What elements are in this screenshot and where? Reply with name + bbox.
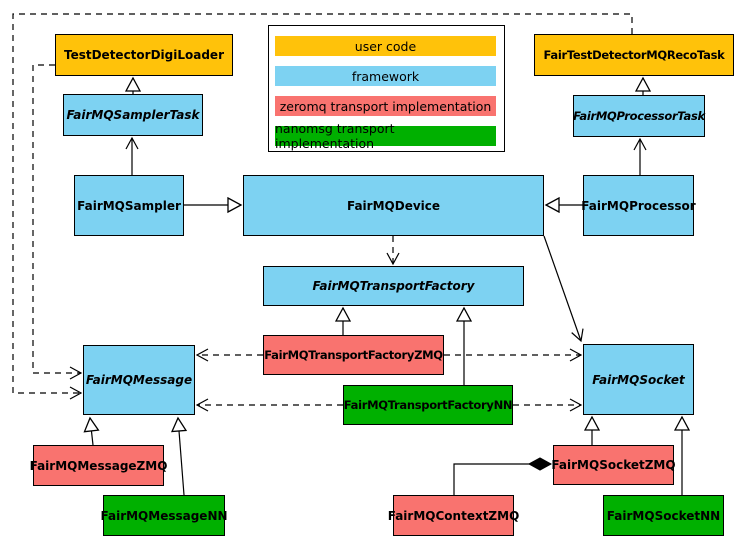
edge-FairMQMessageZMQ-to-FairMQMessage — [90, 418, 93, 446]
node-fairmqcontextzmq: FairMQContextZMQ — [388, 495, 519, 536]
node-fairmqmessagenn: FairMQMessageNN — [100, 495, 228, 536]
node-fairmqprocessor: FairMQProcessor — [581, 175, 696, 236]
node-fairmqtransportfactory: FairMQTransportFactory — [263, 266, 524, 306]
legend-item-zeromq: zeromq transport implementation — [275, 96, 496, 116]
node-fairmqprocessortask: FairMQProcessorTask — [573, 95, 705, 137]
legend-item-framework: framework — [275, 66, 496, 86]
node-fairmqsocketnn: FairMQSocketNN — [603, 495, 724, 536]
edge-TestDetectorDigiLoader-to-FairMQMessage — [32, 64, 83, 380]
node-fairmqsocketzmq: FairMQSocketZMQ — [551, 445, 676, 485]
node-fairmqtransportfactorynn: FairMQTransportFactoryNN — [343, 385, 513, 425]
node-fairmqmessage: FairMQMessage — [83, 345, 195, 415]
edge-FairMQContextZMQ-to-FairMQSocketZMQ — [453, 464, 551, 495]
node-fairmqtransportfactoryzmq: FairMQTransportFactoryZMQ — [263, 335, 444, 375]
node-testdetectordigiloader: TestDetectorDigiLoader — [55, 34, 233, 76]
legend-box: user code framework zeromq transport imp… — [268, 25, 505, 152]
node-fairtestdetectormqrecotask: FairTestDetectorMQRecoTask — [534, 34, 734, 76]
node-fairmqsamplertask: FairMQSamplerTask — [63, 94, 203, 136]
edge-FairMQMessageNN-to-FairMQMessage — [178, 418, 184, 496]
node-fairmqdevice: FairMQDevice — [243, 175, 544, 236]
legend-item-nanomsg: nanomsg transport implementation — [275, 121, 496, 151]
legend-item-user-code: user code — [275, 36, 496, 56]
edge-FairMQDevice-to-FairMQSocket — [543, 235, 584, 343]
node-fairmqmessagezmq: FairMQMessageZMQ — [30, 445, 167, 486]
edge-FairTestDetectorMQRecoTask-to-FairMQMessage — [12, 13, 633, 400]
node-fairmqsocket: FairMQSocket — [583, 344, 694, 415]
node-fairmqsampler: FairMQSampler — [74, 175, 184, 236]
